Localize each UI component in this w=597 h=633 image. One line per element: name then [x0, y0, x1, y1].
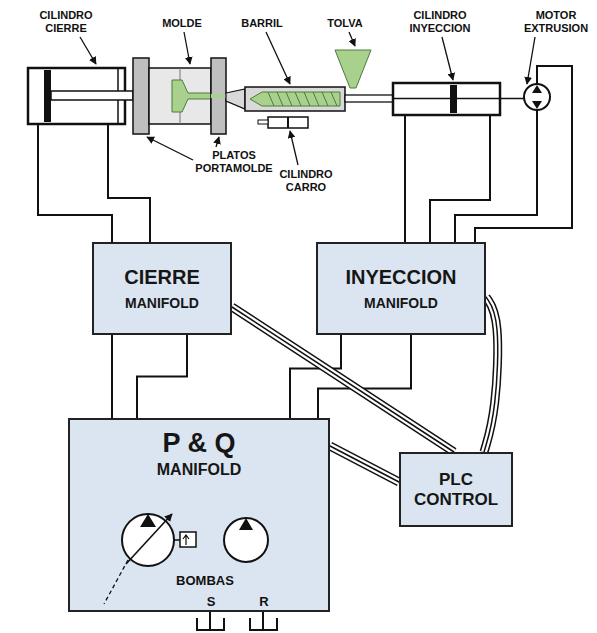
- screw: [250, 92, 340, 106]
- hydraulic-line: [112, 335, 113, 418]
- part-label: CILINDRO CIERRE: [30, 9, 102, 35]
- hopper: [335, 50, 371, 88]
- hydraulic-line: [137, 335, 187, 418]
- leader-line: [290, 131, 298, 165]
- screw-flight: [295, 92, 301, 106]
- mold-cavity: [172, 80, 211, 112]
- part-label: TOLVA: [315, 17, 375, 30]
- suction-line: [209, 612, 211, 629]
- barrel: [245, 87, 345, 111]
- motor-triangles: [532, 85, 542, 109]
- signal-cable: [330, 446, 399, 482]
- connector-stroke: [484, 297, 498, 452]
- return-line: [262, 612, 264, 629]
- part-label: PLATOS PORTAMOLDE: [193, 149, 275, 175]
- box-label: MANIFOLD: [364, 295, 438, 311]
- connector-stroke: [484, 297, 498, 452]
- tank-symbol: [197, 618, 224, 630]
- part-label: R: [254, 594, 274, 610]
- part-label: CILINDRO CARRO: [270, 168, 342, 194]
- part-label: MOTOR EXTRUSION: [519, 9, 593, 35]
- carriage-piston: [287, 117, 289, 128]
- part-label: BOMBAS: [170, 573, 240, 589]
- drive-shaft: [457, 98, 524, 100]
- tank-symbol: [250, 618, 277, 630]
- hydraulic-line: [455, 110, 537, 242]
- connector-stroke: [484, 297, 498, 452]
- manifold-box: PLC CONTROL: [399, 452, 513, 527]
- hydraulic-line: [108, 124, 150, 242]
- hydraulic-line: [404, 115, 406, 242]
- injection-rod: [345, 95, 393, 102]
- manifold-box: CIERRE MANIFOLD: [92, 242, 232, 335]
- signal-cable: [484, 297, 498, 452]
- screw-flight: [322, 92, 328, 106]
- connector-stroke: [111, 335, 113, 418]
- manifold-box: INYECCION MANIFOLD: [316, 242, 486, 335]
- connector-stroke: [330, 446, 399, 482]
- box-label: PLC CONTROL: [410, 470, 502, 509]
- box-label: MANIFOLD: [125, 295, 199, 311]
- box-label: INYECCION: [345, 266, 456, 289]
- hydraulic-line: [430, 115, 490, 242]
- screw-flight: [304, 92, 310, 106]
- box-label: MANIFOLD: [157, 461, 241, 479]
- hydraulic-line: [38, 124, 112, 242]
- mold: [149, 68, 211, 124]
- leader-line: [184, 32, 190, 64]
- connector-stroke: [330, 446, 399, 482]
- screw-flight: [313, 92, 319, 106]
- hydraulic-lines: [38, 66, 572, 242]
- screw-flight: [286, 92, 292, 106]
- carriage-cylinder: [268, 117, 308, 128]
- platen: [133, 58, 149, 134]
- part-label: S: [201, 594, 221, 610]
- screw-flights: [268, 92, 337, 106]
- hydraulic-motor: [524, 84, 550, 110]
- piston-rod: [393, 98, 450, 100]
- leader-line: [442, 37, 453, 80]
- nozzle: [226, 89, 245, 109]
- part-label: BARRIL: [232, 17, 292, 30]
- leader-line: [349, 32, 355, 46]
- screw-flight: [331, 92, 337, 106]
- leader-lines: [80, 32, 535, 165]
- part-label: CILINDRO INYECCION: [403, 9, 477, 35]
- hydraulic-line: [475, 66, 572, 242]
- screw-flight: [268, 92, 274, 106]
- leader-line: [216, 137, 219, 147]
- leader-line: [527, 37, 535, 84]
- part-label: MOLDE: [152, 17, 212, 30]
- piston: [44, 70, 51, 122]
- box-label: CIERRE: [124, 266, 200, 289]
- piston: [450, 85, 457, 113]
- carriage-rod: [258, 120, 268, 124]
- screw-flight: [277, 92, 283, 106]
- box-label: P & Q: [162, 428, 235, 459]
- leader-line: [80, 37, 96, 64]
- tank-symbols: [197, 612, 277, 630]
- connector-stroke: [330, 446, 399, 482]
- leader-line: [147, 137, 193, 160]
- leader-line: [266, 32, 290, 84]
- connector-stroke: [137, 335, 187, 418]
- piston-rod: [51, 91, 133, 100]
